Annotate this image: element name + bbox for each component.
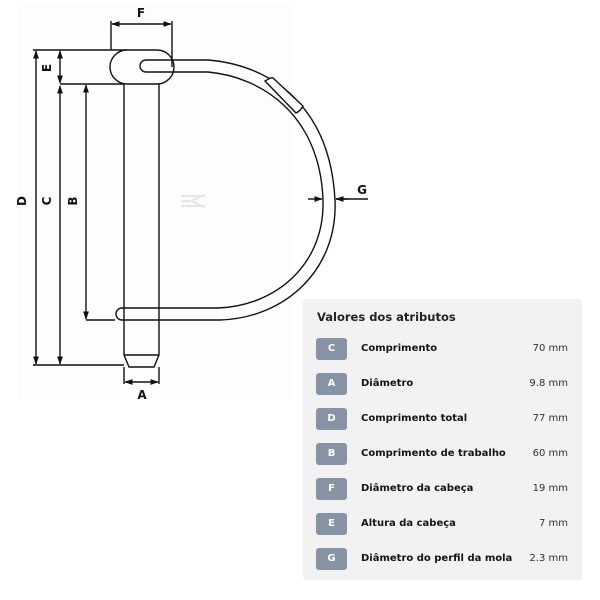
attribute-name: Comprimento total [361, 413, 468, 424]
attribute-value: 60 mm [532, 448, 568, 459]
attribute-name: Altura da cabeça [361, 518, 456, 529]
dim-label-f: F [137, 6, 145, 20]
k-logo-watermark-icon [181, 194, 206, 208]
pin-head [109, 49, 175, 85]
drawing-background [18, 5, 293, 400]
spring-ring-inner [122, 71, 324, 309]
attribute-value: 70 mm [532, 343, 568, 354]
attribute-badge: F [316, 477, 347, 500]
attribute-badge: B [316, 442, 347, 465]
attribute-name: Comprimento de trabalho [361, 448, 506, 459]
attribute-badge: C [316, 337, 347, 360]
attribute-value: 9.8 mm [529, 378, 568, 389]
dim-label-d: D [15, 196, 29, 206]
attribute-values-panel: Valores dos atributos C Comprimento 70 m… [303, 299, 582, 580]
attribute-badge: G [316, 547, 347, 570]
attribute-row-g: G Diâmetro do perfil da mola 2.3 mm [316, 541, 569, 576]
spring-ring-outer [122, 59, 336, 321]
attribute-badge: E [316, 512, 347, 535]
attribute-value: 2.3 mm [529, 553, 568, 564]
dim-label-e: E [40, 64, 54, 72]
attribute-name: Diâmetro do perfil da mola [361, 553, 513, 564]
attribute-row-a: A Diâmetro 9.8 mm [316, 366, 569, 401]
attribute-row-d: D Comprimento total 77 mm [316, 401, 569, 436]
attribute-row-f: F Diâmetro da cabeça 19 mm [316, 471, 569, 506]
attribute-value: 19 mm [532, 483, 568, 494]
attribute-value: 7 mm [538, 518, 568, 529]
dim-label-c: C [40, 196, 54, 205]
panel-title: Valores dos atributos [317, 310, 456, 324]
dim-label-a: A [137, 388, 147, 402]
attribute-badge: D [316, 407, 347, 430]
attribute-name: Comprimento [361, 343, 438, 354]
attribute-name: Diâmetro [361, 378, 414, 389]
attribute-name: Diâmetro da cabeça [361, 483, 474, 494]
attribute-badge: A [316, 372, 347, 395]
attribute-row-c: C Comprimento 70 mm [316, 331, 569, 366]
dim-label-g: G [357, 183, 367, 197]
attribute-value: 77 mm [532, 413, 568, 424]
attribute-row-b: B Comprimento de trabalho 60 mm [316, 436, 569, 471]
attribute-row-e: E Altura da cabeça 7 mm [316, 506, 569, 541]
dim-label-b: B [66, 196, 80, 205]
